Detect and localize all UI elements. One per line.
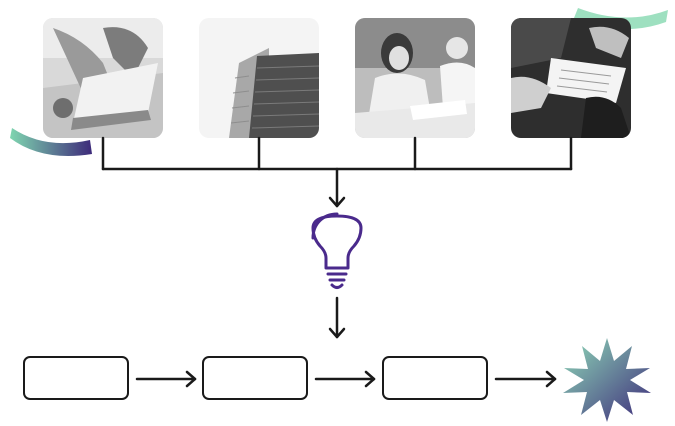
decor-arc-left (10, 128, 92, 156)
process-step-2 (202, 356, 308, 400)
arrowhead-step1-step2 (185, 370, 197, 388)
photo-building (199, 18, 319, 138)
starburst-icon (563, 338, 651, 422)
process-step-1 (23, 356, 129, 400)
photo-documents (511, 18, 631, 138)
lightbulb-icon (311, 212, 363, 289)
arrowhead-from-bulb (328, 327, 346, 339)
arrowhead-step3-result (545, 370, 557, 388)
arrowhead-to-bulb (328, 196, 346, 208)
process-step-3 (382, 356, 488, 400)
photo-team-laptop (43, 18, 163, 138)
arrowhead-step2-step3 (364, 370, 376, 388)
photo-meeting (355, 18, 475, 138)
